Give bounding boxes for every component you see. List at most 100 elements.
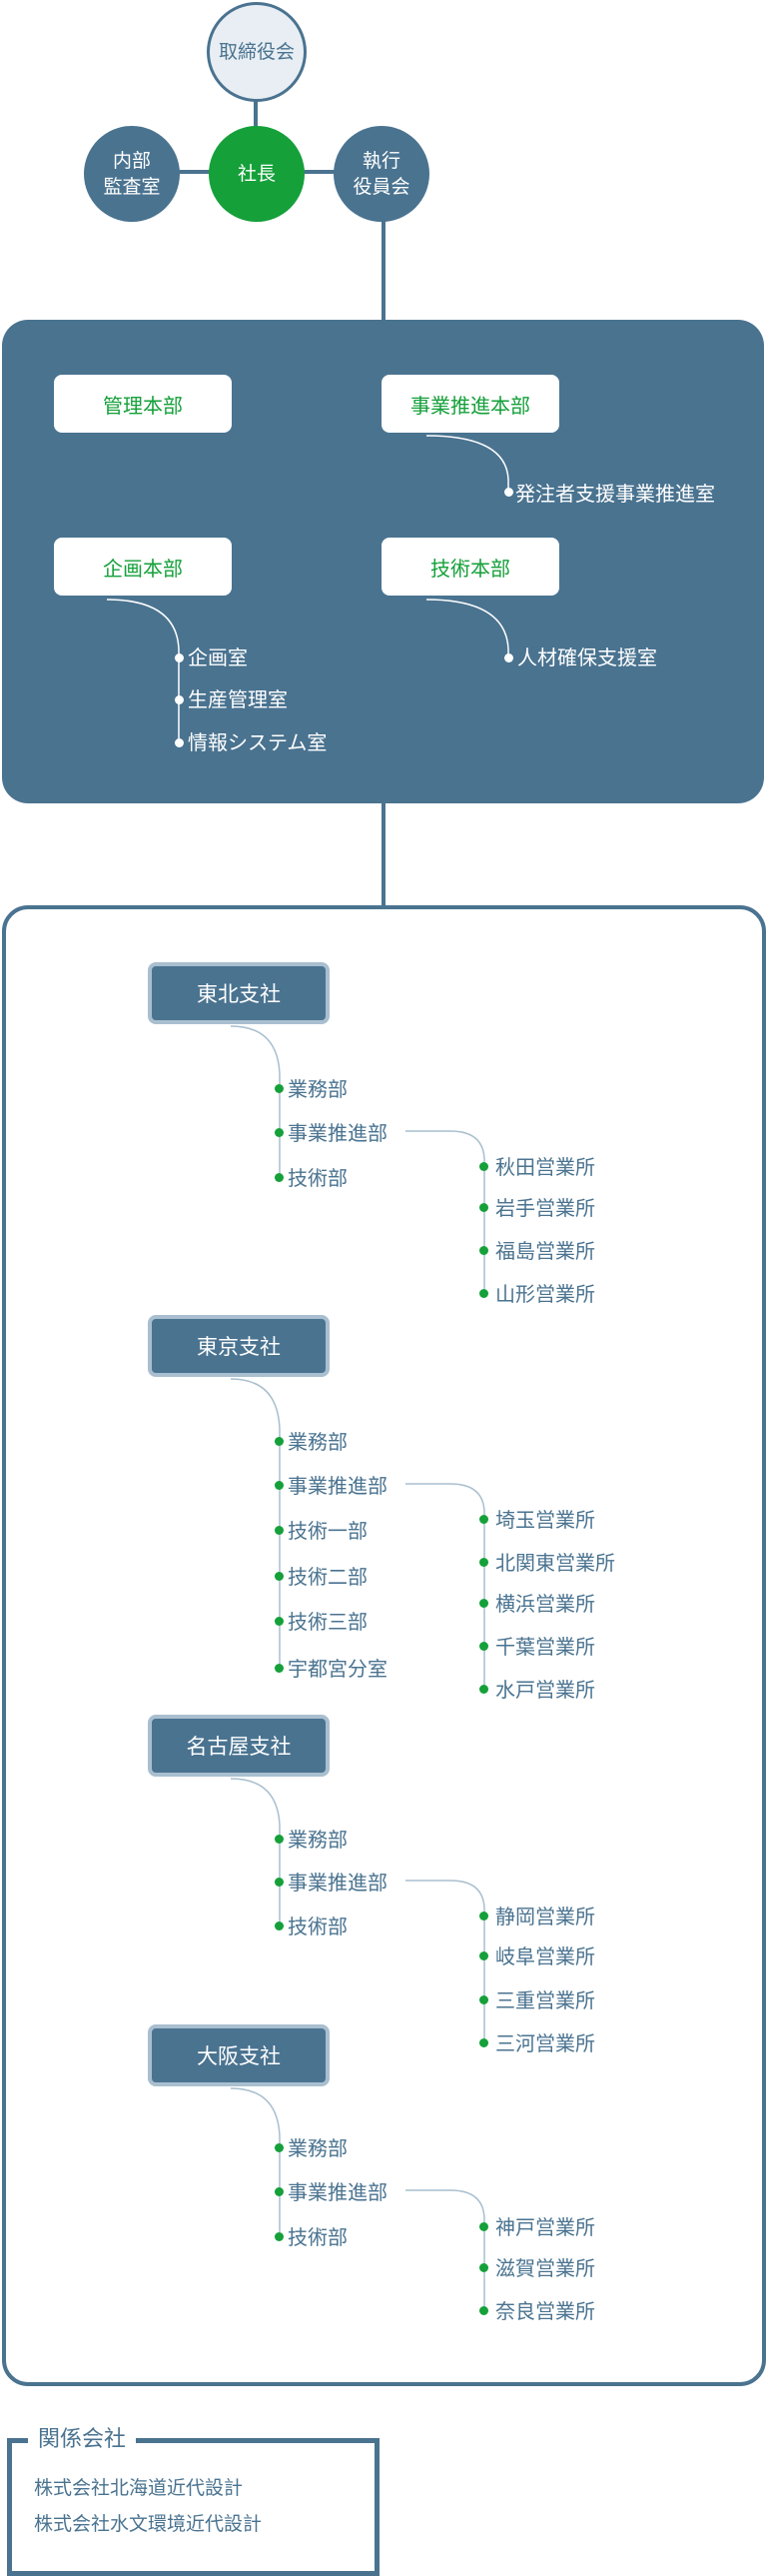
office-dot — [479, 1162, 488, 1171]
hq-connectors — [106, 435, 509, 739]
board-connector — [254, 98, 258, 138]
affiliate-item: 株式会社北海道近代設計 — [34, 2477, 244, 2499]
office-item: 福島営業所 — [495, 1239, 595, 1263]
dept-dot — [275, 1922, 284, 1931]
dept-dot — [275, 1572, 284, 1581]
dept-item: 技術部 — [288, 2225, 348, 2249]
office-item: 千葉営業所 — [495, 1635, 595, 1659]
office-item: 北関東営業所 — [495, 1551, 615, 1575]
dept-item: 事業推進部 — [288, 1121, 387, 1145]
affiliates-box: 関係会社 株式会社北海道近代設計 株式会社水文環境近代設計 — [7, 2421, 380, 2576]
branch-box: 名古屋支社 — [148, 1715, 330, 1777]
audit-label: 内部 監査室 — [103, 150, 161, 198]
internal-audit-office: 内部 監査室 — [84, 126, 180, 222]
president: 社長 — [209, 126, 305, 222]
office-dot — [479, 1246, 488, 1255]
branch-box: 東京支社 — [148, 1315, 330, 1377]
hq-division-label: 管理本部 — [103, 393, 183, 418]
office-item: 水戸営業所 — [495, 1678, 595, 1702]
dept-dot — [275, 1878, 284, 1887]
office-dot — [479, 1912, 488, 1921]
office-item: 神戸営業所 — [495, 2215, 595, 2239]
hq-item: 人材確保支援室 — [517, 645, 657, 669]
branch-label: 東京支社 — [197, 1335, 281, 1359]
hq-item-dot — [504, 653, 513, 662]
office-dot — [479, 1685, 488, 1694]
office-item: 岩手営業所 — [495, 1196, 595, 1220]
dept-item: 宇都宮分室 — [288, 1657, 387, 1681]
office-dot — [479, 2038, 488, 2047]
dept-dot — [275, 1617, 284, 1626]
dept-dot — [275, 1084, 284, 1093]
branch-box: 大阪支社 — [148, 2024, 330, 2086]
hq-division-box: 事業推進本部 — [382, 375, 559, 433]
office-item: 奈良営業所 — [495, 2299, 595, 2323]
hq-item: 企画室 — [188, 645, 248, 669]
dept-item: 技術三部 — [288, 1610, 368, 1634]
hq-item-dot — [175, 738, 184, 747]
office-dot — [479, 1203, 488, 1212]
executive-label: 執行 役員会 — [353, 150, 410, 198]
office-dot — [479, 1289, 488, 1298]
office-dot — [479, 1995, 488, 2004]
office-item: 山形営業所 — [495, 1282, 595, 1306]
office-dot — [479, 1515, 488, 1524]
office-dot — [479, 2263, 488, 2272]
office-item: 三重営業所 — [495, 1988, 595, 2012]
office-dot — [479, 2222, 488, 2231]
branch-label: 東北支社 — [197, 982, 281, 1006]
hq-division-label: 企画本部 — [103, 556, 183, 581]
branch-connectors — [230, 1025, 485, 2309]
dept-dot — [275, 1481, 284, 1490]
dept-item: 業務部 — [288, 1430, 348, 1454]
office-item: 三河営業所 — [495, 2031, 595, 2055]
office-dot — [479, 2306, 488, 2315]
dept-item: 事業推進部 — [288, 1474, 387, 1498]
affiliates-title: 関係会社 — [28, 2421, 137, 2453]
dept-item: 技術部 — [288, 1166, 348, 1190]
branches-panel: 東北支社 業務部 事業推進部 技術部 秋田営業所 岩手営業所 福島営業所 山形営… — [2, 905, 766, 2386]
hq-division-box: 企画本部 — [54, 538, 232, 596]
executive-committee: 執行 役員会 — [334, 126, 429, 222]
hq-item-dot — [175, 653, 184, 662]
dept-item: 事業推進部 — [288, 1871, 387, 1895]
hq-division-box: 管理本部 — [54, 375, 232, 433]
office-item: 滋賀営業所 — [495, 2256, 595, 2280]
hq-item: 発注者支援事業推進室 — [515, 482, 715, 506]
dept-dot — [275, 1835, 284, 1844]
hq-item-dot — [504, 488, 513, 497]
dept-item: 業務部 — [288, 1828, 348, 1852]
hq-to-branch-connector — [382, 803, 385, 907]
office-item: 静岡営業所 — [495, 1905, 595, 1929]
hq-division-label: 事業推進本部 — [410, 393, 530, 418]
affiliate-item: 株式会社水文環境近代設計 — [34, 2513, 263, 2535]
president-label: 社長 — [237, 163, 276, 185]
office-dot — [479, 1642, 488, 1651]
hq-division-label: 技術本部 — [430, 556, 510, 581]
office-dot — [479, 1599, 488, 1608]
dept-dot — [275, 1526, 284, 1535]
dept-item: 業務部 — [288, 1077, 348, 1101]
hq-item: 生産管理室 — [188, 687, 288, 711]
board-of-directors: 取締役会 — [207, 2, 307, 102]
branch-label: 名古屋支社 — [186, 1735, 292, 1759]
office-dot — [479, 1951, 488, 1960]
office-item: 埼玉営業所 — [495, 1508, 595, 1532]
board-label: 取締役会 — [218, 41, 295, 63]
dept-item: 技術一部 — [288, 1519, 368, 1543]
branch-label: 大阪支社 — [197, 2044, 281, 2068]
branch-box: 東北支社 — [148, 962, 330, 1024]
dept-item: 技術部 — [288, 1915, 348, 1938]
office-item: 岐阜営業所 — [495, 1944, 595, 1968]
hq-item: 情報システム室 — [188, 730, 328, 754]
dept-dot — [275, 2187, 284, 2196]
dept-dot — [275, 1437, 284, 1446]
office-item: 秋田営業所 — [495, 1155, 595, 1179]
hq-division-box: 技術本部 — [382, 538, 559, 596]
dept-dot — [275, 1173, 284, 1182]
dept-dot — [275, 2143, 284, 2152]
dept-item: 事業推進部 — [288, 2180, 387, 2204]
headquarters-panel: 管理本部 事業推進本部 企画本部 技術本部 発注者支援事業推進室 企画室 生産管… — [2, 320, 764, 803]
office-item: 横浜営業所 — [495, 1592, 595, 1616]
dept-item: 技術二部 — [288, 1565, 368, 1589]
